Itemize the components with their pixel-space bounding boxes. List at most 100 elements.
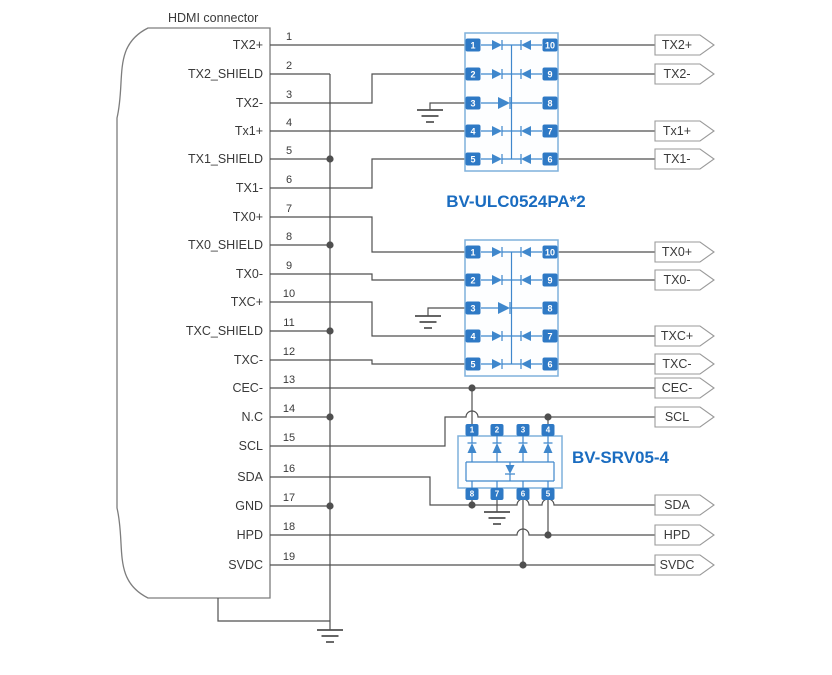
- diode-wire: [481, 40, 542, 50]
- ground-icon: [415, 315, 441, 329]
- wire: [270, 528, 655, 536]
- connector-title: HDMI connector: [168, 11, 258, 25]
- connector-pin-number: 4: [286, 117, 292, 129]
- signal-tag-shape: [654, 353, 715, 375]
- signal-tag-label: TXC+: [661, 329, 693, 343]
- connector-pin-number: 7: [286, 203, 292, 215]
- signal-tag-label: TX1-: [663, 152, 690, 166]
- chip-pin-number: 2: [470, 70, 475, 80]
- signal-tag-label: TX0-: [663, 273, 690, 287]
- chip-pin: [542, 273, 558, 287]
- signal-tag-label: TX0+: [662, 245, 692, 259]
- connector-pin-label: SCL: [239, 439, 263, 453]
- wire: [270, 301, 465, 337]
- junction-dot: [326, 413, 334, 421]
- connector-pin-label: GND: [235, 499, 263, 513]
- diode-icon: [521, 40, 531, 50]
- junction-dot: [326, 502, 334, 510]
- diode-icon: [492, 443, 502, 453]
- chip-pin-number: 6: [547, 155, 552, 165]
- junction-dot: [468, 501, 476, 509]
- chip-pin: [542, 67, 558, 81]
- signal-tag-shape: [654, 494, 715, 516]
- signal-tag-shape: [654, 148, 715, 170]
- wire: [270, 476, 655, 506]
- diode-icon: [492, 331, 502, 341]
- connector-outline: [116, 27, 271, 599]
- diode-wire: [481, 359, 542, 369]
- chip-pin: [542, 245, 558, 259]
- chip-ulc-label: BV-ULC0524PA*2: [446, 192, 586, 211]
- diode-icon: [521, 126, 531, 136]
- connector-pin-rows: TX2+1TX2_SHIELD2TX2-3Tx1+4TX1_SHIELD5TX1…: [186, 31, 295, 572]
- diode-icon: [543, 443, 553, 453]
- diode-icon: [521, 359, 531, 369]
- chip-pin: [490, 488, 504, 500]
- signal-tag-label: TX2-: [663, 67, 690, 81]
- signal-tag: TX2-: [654, 63, 715, 85]
- chip-pin-number: 1: [470, 426, 475, 435]
- diode-wire: [481, 69, 542, 79]
- signal-tag-shape: [654, 120, 715, 142]
- signal-tag-shape: [654, 406, 715, 428]
- chip-pin-number: 2: [470, 276, 475, 286]
- signal-tag-label: HPD: [664, 528, 690, 542]
- diode-icon: [521, 275, 531, 285]
- wire: [270, 359, 465, 365]
- chip-pin: [465, 357, 481, 371]
- junction-dot: [519, 561, 527, 569]
- chip-pin: [542, 96, 558, 110]
- connector-pin-label: HPD: [237, 528, 263, 542]
- chip-pin-number: 3: [470, 99, 475, 109]
- signal-tag-shape: [654, 34, 715, 56]
- chip-pin-number: 9: [547, 70, 552, 80]
- connector-pin-number: 9: [286, 260, 292, 272]
- connector-pin-number: 5: [286, 145, 292, 157]
- connector-pin-number: 13: [283, 374, 295, 386]
- signal-tag-shape: [654, 269, 715, 291]
- chip-pin-number: 1: [470, 41, 475, 51]
- chip-pin: [542, 38, 558, 52]
- chip-pin-number: 8: [547, 99, 552, 109]
- connector-pin-label: TXC_SHIELD: [186, 324, 263, 338]
- chip-pin-number: 7: [495, 490, 500, 499]
- chip-pin: [542, 329, 558, 343]
- chip-pin: [465, 38, 481, 52]
- signal-tag-label: CEC-: [662, 381, 693, 395]
- connector-pin-number: 8: [286, 231, 292, 243]
- signal-tag-shape: [654, 554, 715, 576]
- connector-pin-number: 19: [283, 551, 295, 563]
- chip-srv-label: BV-SRV05-4: [572, 448, 670, 467]
- chip-pin-number: 4: [470, 332, 475, 342]
- wires-layer: [217, 44, 655, 630]
- chip-pin: [542, 357, 558, 371]
- connector-pin-number: 14: [283, 403, 295, 415]
- connector-pin-number: 15: [283, 432, 295, 444]
- diode-icon: [521, 69, 531, 79]
- diode-icon: [492, 154, 502, 164]
- wire: [270, 410, 655, 447]
- hdmi-connector: HDMI connector TX2+1TX2_SHIELD2TX2-3Tx1+…: [116, 11, 295, 599]
- wire: [270, 158, 465, 189]
- diode-wire: [481, 275, 542, 285]
- signal-tag: TX1-: [654, 148, 715, 170]
- signal-tag-shape: [654, 377, 715, 399]
- chip-pin-number: 10: [545, 248, 555, 258]
- connector-pin-number: 6: [286, 174, 292, 186]
- signal-tag: Tx1+: [654, 120, 715, 142]
- signal-tag: TX0-: [654, 269, 715, 291]
- signal-tag-label: SCL: [665, 410, 689, 424]
- signal-tag: SCL: [654, 406, 715, 428]
- connector-pin-label: TX2+: [233, 38, 263, 52]
- chip-pin: [542, 301, 558, 315]
- diode-icon: [492, 69, 502, 79]
- junction-dot: [468, 384, 476, 392]
- chip-internal-diodes: [481, 40, 542, 164]
- junction-dot: [544, 413, 552, 421]
- connector-pin-label: TX1_SHIELD: [188, 152, 263, 166]
- connector-pin-number: 16: [283, 463, 295, 475]
- diode-icon: [498, 302, 510, 314]
- connector-pin-label: SDA: [237, 470, 263, 484]
